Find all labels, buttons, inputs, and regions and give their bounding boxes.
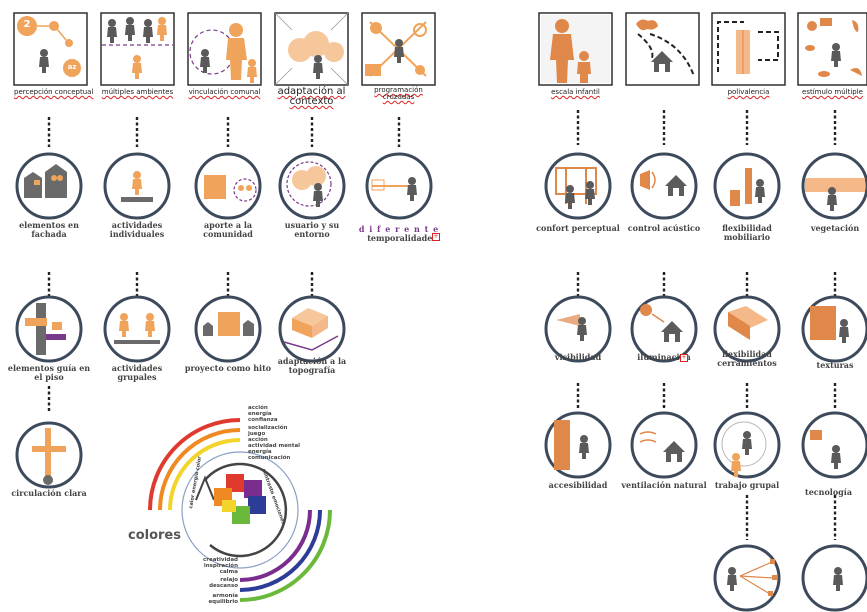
label-vegetacion: vegetación xyxy=(810,223,860,233)
word-top-7: actividad mental xyxy=(248,443,301,449)
label-ventilacion: ventilación natural xyxy=(621,480,707,490)
header-box-adaptacion xyxy=(274,12,349,86)
circle-actividades-grupales xyxy=(103,295,171,363)
label-temporalidades: temporalidades xyxy=(367,233,437,243)
header-adaptacion: adaptación al contexto xyxy=(277,86,346,107)
header-programacion: programación cruzadas xyxy=(374,86,423,101)
label-visibilidad: visibilidad xyxy=(554,352,602,362)
word-top-5: juego xyxy=(248,431,266,437)
circle-aporte xyxy=(194,152,262,220)
word-top-4: socialización xyxy=(248,425,288,431)
label-texturas: texturas xyxy=(816,360,854,370)
circle-diferente xyxy=(365,152,433,220)
circle-adaptacion-topografia xyxy=(278,295,346,363)
header-polivalencia: polivalencia xyxy=(727,88,770,96)
label-actividades-individuales: actividades individuales xyxy=(109,220,165,239)
label-iluminacion: iluminación xyxy=(637,352,691,362)
label-flex-mob: flexibilidad mobiliario xyxy=(722,223,772,242)
header-box-vinculacion xyxy=(187,12,262,86)
circle-control xyxy=(630,152,698,220)
word-bottom-2: inspiración xyxy=(203,563,238,569)
circle-confort xyxy=(544,152,612,220)
word-bottom-4: relajo xyxy=(220,577,238,583)
connectors xyxy=(47,110,837,540)
circle-iluminacion xyxy=(630,295,698,363)
circle-visibilidad xyxy=(544,295,612,363)
word-bottom-7: equilibrio xyxy=(208,599,238,605)
label-circulacion: circulación clara xyxy=(11,488,87,498)
header-vinculacion: vinculación comunal xyxy=(188,88,261,96)
circle-tecnologia xyxy=(801,411,867,479)
word-top-9: comunicación xyxy=(248,455,291,461)
circle-elementos-fachada xyxy=(15,152,83,220)
arc-blue xyxy=(239,509,322,592)
header-estimulo: estímulo múltiple xyxy=(802,88,863,96)
circle-texturas xyxy=(801,295,867,363)
arc-red xyxy=(148,418,241,511)
header-box-estimulo xyxy=(797,12,867,86)
header-box-escala xyxy=(538,12,613,86)
flag-icon: + xyxy=(432,233,440,241)
arc-yellow xyxy=(168,438,241,511)
circle-trabajo xyxy=(713,411,781,479)
circle-vegetacion xyxy=(801,152,867,220)
circle-extra-2 xyxy=(801,544,867,612)
badge-two: 2 xyxy=(23,19,31,30)
circle-actividades-individuales xyxy=(103,152,171,220)
word-bottom-1: creatividad xyxy=(203,557,238,563)
label-control: control acústico xyxy=(627,223,701,233)
word-top-3: confianza xyxy=(248,417,278,423)
badge-az: az xyxy=(67,63,77,71)
circle-circulacion xyxy=(15,421,83,489)
word-top-8: energía xyxy=(248,449,272,455)
header-escala: escala infantil xyxy=(551,88,600,96)
label-confort: confort perceptual xyxy=(536,223,620,233)
circle-flex-cer xyxy=(713,295,781,363)
circle-proyecto-hito xyxy=(194,295,262,363)
label-tecnologia: tecnología xyxy=(805,487,852,497)
label-usuario: usuario y su entorno xyxy=(284,220,340,239)
word-top-2: energía xyxy=(248,411,272,417)
arc-green xyxy=(239,509,332,602)
circle-usuario xyxy=(278,152,346,220)
colores-center xyxy=(181,451,299,569)
circle-elementos-guia xyxy=(15,295,83,363)
header-box-percepcion xyxy=(13,12,88,86)
word-top-6: acción xyxy=(248,437,268,443)
colores-arcs xyxy=(148,418,332,602)
arc-orange xyxy=(158,428,241,511)
circle-flex-mob xyxy=(713,152,781,220)
word-top-1: acción xyxy=(248,405,268,411)
flag-icon-2: + xyxy=(680,354,688,362)
header-box-programacion xyxy=(361,12,436,86)
label-elementos-guia: elementos guía en el piso xyxy=(7,363,91,382)
label-trabajo: trabajo grupal xyxy=(714,480,780,490)
circle-ventilacion xyxy=(630,411,698,479)
label-flex-cer: flexibilidad cerramientos xyxy=(717,349,777,368)
header-multiples: múltiples ambientes xyxy=(101,88,174,96)
label-actividades-grupales: actividades grupales xyxy=(111,363,163,382)
label-elementos-fachada: elementos en fachada xyxy=(19,220,79,239)
word-bottom-6: armonía xyxy=(212,593,238,599)
header-box-multiples xyxy=(100,12,175,86)
circle-extra-1 xyxy=(713,544,781,612)
label-adaptacion-topografia: adaptación a la topografía xyxy=(277,356,347,375)
label-aporte: aporte a la comunidad xyxy=(203,220,253,239)
header-percepcion: percepción conceptual xyxy=(14,88,94,96)
label-diferente: d i f e r e n t e xyxy=(358,224,440,234)
arc-purple xyxy=(239,509,312,582)
label-accesibilidad: accesibilidad xyxy=(548,480,608,490)
header-box-polivalencia xyxy=(711,12,786,86)
colores-title: colores xyxy=(128,528,181,543)
word-bottom-5: descanso xyxy=(209,583,238,589)
word-bottom-3: calma xyxy=(219,569,238,575)
circle-accesibilidad xyxy=(544,411,612,479)
label-proyecto-hito: proyecto como hito xyxy=(184,363,272,373)
header-box-control xyxy=(625,12,700,86)
